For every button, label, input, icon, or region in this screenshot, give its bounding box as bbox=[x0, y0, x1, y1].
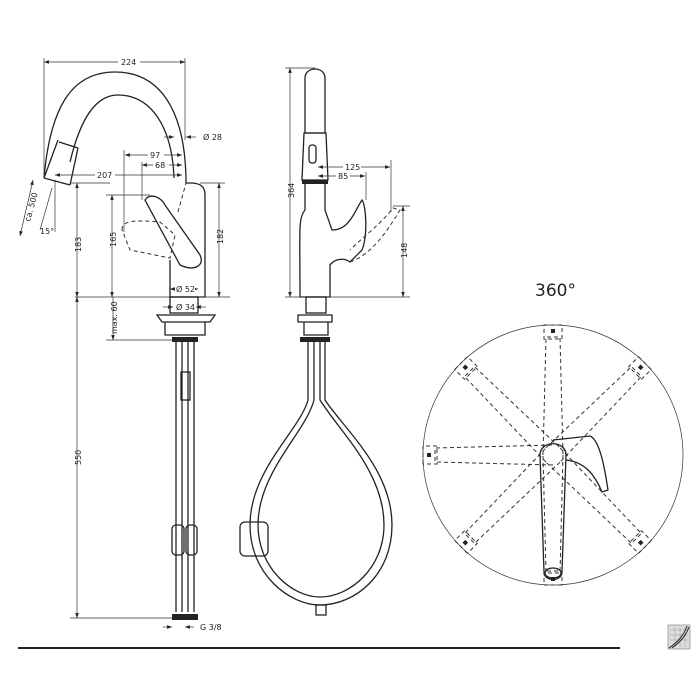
dim-364: 364 bbox=[287, 183, 296, 198]
hose-weight bbox=[239, 521, 269, 557]
body-side bbox=[299, 184, 367, 298]
top-view: 360° bbox=[422, 281, 684, 586]
lever-open bbox=[121, 220, 176, 259]
spray-head bbox=[43, 139, 79, 186]
dim-pullout: ca. 500 bbox=[23, 192, 39, 223]
spout-position bbox=[542, 324, 564, 456]
dim-224: 224 bbox=[121, 58, 136, 67]
dim-182: 182 bbox=[216, 229, 225, 244]
body bbox=[169, 182, 206, 298]
rotation-label: 360° bbox=[535, 281, 576, 301]
spout-inner bbox=[69, 94, 175, 179]
dim-angle: 15° bbox=[40, 227, 54, 236]
dim-207: 207 bbox=[97, 171, 112, 180]
dim-148: 148 bbox=[400, 243, 409, 258]
lever bbox=[144, 195, 202, 269]
mounting-plate bbox=[155, 314, 217, 336]
spout-position bbox=[422, 444, 554, 466]
lever-top bbox=[552, 435, 609, 493]
dim-165: 165 bbox=[109, 232, 118, 247]
dim-183: 183 bbox=[74, 237, 83, 252]
dim-max-60: max. 60 bbox=[110, 301, 119, 334]
rotation-circle bbox=[422, 324, 684, 586]
dim-spout-diameter: Ø 28 bbox=[203, 132, 222, 142]
spout-side bbox=[304, 68, 326, 134]
dim-85: 85 bbox=[338, 172, 348, 181]
spout-top bbox=[539, 443, 567, 581]
brand-logo-icon bbox=[667, 624, 691, 650]
dim-68: 68 bbox=[155, 161, 165, 170]
dim-97: 97 bbox=[150, 151, 160, 160]
dim-shank-diameter: Ø 34 bbox=[176, 302, 195, 312]
dim-550: 550 bbox=[74, 450, 83, 465]
side-view: 364 125 85 148 bbox=[239, 67, 410, 616]
front-view: 224 Ø 28 97 68 207 ca. 500 15° 183 165 1… bbox=[19, 56, 230, 632]
spout-outer bbox=[43, 71, 187, 183]
dim-base-diameter: Ø 52 bbox=[176, 284, 195, 294]
dim-125: 125 bbox=[345, 163, 360, 172]
dim-thread: G 3/8 bbox=[200, 623, 222, 632]
spout-position bbox=[542, 454, 564, 586]
